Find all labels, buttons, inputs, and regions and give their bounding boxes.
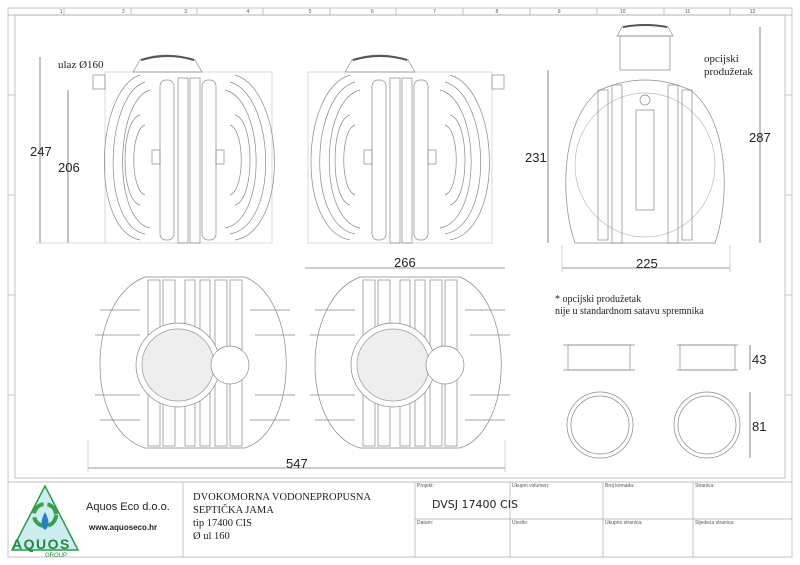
volume-label: Ukupni volumen: (512, 483, 550, 489)
column-ruler: 1 2 3 4 5 6 7 8 9 10 11 12 (30, 9, 785, 15)
top-view-chamber-2 (310, 276, 510, 449)
extension-details (563, 344, 741, 459)
extension-note: * opcijski produžetak nije u standardnom… (555, 294, 704, 318)
ruler-label: 2 (121, 9, 125, 15)
ruler-label: 10 (619, 9, 626, 15)
description-line3: tip 17400 CIS (193, 518, 252, 529)
ruler-label: 11 (685, 9, 691, 15)
drawn-by-label: Uredio: (512, 520, 529, 526)
side-view-chamber-2 (307, 54, 505, 244)
dim-inlet-height: 206 (58, 160, 80, 175)
drawing-description: DVOKOMORNA VODONEPROPUSNA SEPTIČKA JAMA … (193, 491, 371, 543)
ruler-label: 5 (308, 9, 312, 15)
dim-total-height: 247 (30, 144, 52, 159)
optional-label-line2: produžetak (704, 66, 753, 78)
side-view (92, 54, 505, 244)
note-line1: * opcijski produžetak (555, 294, 642, 305)
dim-width: 225 (636, 256, 658, 271)
date-label: Datum: (417, 520, 434, 526)
optional-label-line1: opcijski (704, 53, 739, 65)
description-line1: DVOKOMORNA VODONEPROPUSNA (193, 492, 372, 503)
ruler-label: 12 (749, 9, 756, 15)
company-name: Aquos Eco d.o.o. (86, 501, 170, 513)
ruler-label: 1 (59, 9, 63, 15)
next-page-label: Sljedeća stranica: (695, 520, 735, 526)
dim-total-length: 547 (286, 456, 308, 471)
svg-text:AQUOS: AQUOS (12, 536, 71, 552)
note-line2: nije u standardnom satavu spremnika (555, 306, 704, 317)
description-line4: Ø ul 160 (193, 531, 230, 542)
aquos-logo: AQUOS GROUP (10, 484, 80, 559)
ruler-label: 3 (184, 9, 188, 15)
dim-end-height: 231 (525, 150, 547, 165)
svg-text:GROUP: GROUP (45, 553, 67, 559)
page-label: Stranica: (695, 483, 715, 489)
inlet-label: ulaz Ø160 (58, 59, 104, 71)
optional-extension-label: opcijski produžetak (704, 53, 753, 79)
dim-end-height-extension: 287 (749, 130, 771, 145)
dimension-lines (36, 27, 761, 472)
project-value: DVSJ 17400 CIS (432, 498, 518, 511)
ruler-label: 7 (433, 9, 437, 15)
side-view-chamber-1 (92, 54, 275, 244)
title-block-grid (8, 481, 792, 557)
total-pages-label: Ukupno stranica: (605, 520, 643, 526)
drawing-frame (7, 7, 793, 558)
ruler-label: 4 (246, 9, 250, 15)
pieces-label: Broj komada: (605, 483, 635, 489)
dim-extension-height: 43 (752, 352, 767, 367)
dim-chamber-length: 266 (394, 255, 416, 270)
end-view (565, 24, 725, 244)
company-website[interactable]: www.aquoseco.hr (89, 523, 158, 532)
ruler-label: 8 (495, 9, 499, 15)
top-view-chamber-1 (95, 276, 295, 449)
dim-extension-diameter: 81 (752, 419, 767, 434)
top-view (95, 276, 510, 449)
description-line2: SEPTIČKA JAMA (193, 505, 274, 516)
ruler-label: 6 (370, 9, 374, 15)
project-label: Projekt: (417, 483, 434, 489)
ruler-label: 9 (557, 9, 561, 15)
